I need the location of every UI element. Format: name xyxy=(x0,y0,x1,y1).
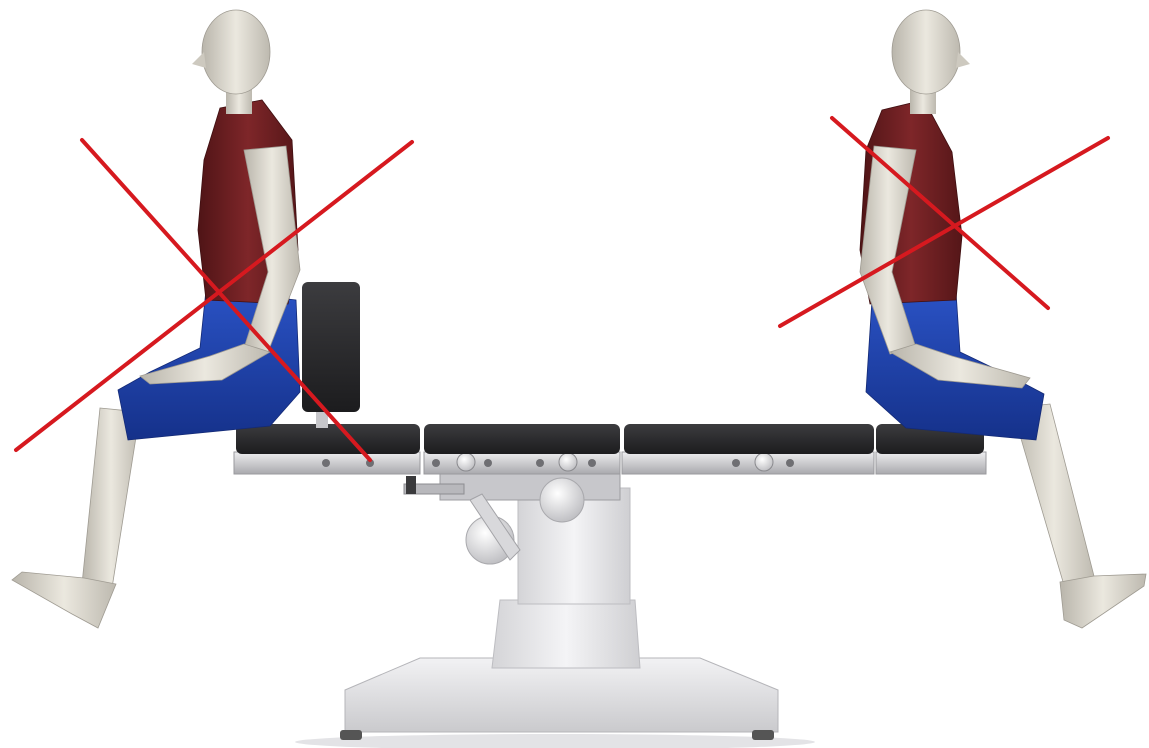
right-figure-foot xyxy=(1060,574,1146,628)
table-base xyxy=(345,658,778,732)
base-foot-left xyxy=(340,730,362,740)
rail-clamp-3 xyxy=(755,453,773,471)
side-rail-seat xyxy=(622,452,874,474)
left-figure-head xyxy=(202,10,270,94)
pad-seat xyxy=(624,424,874,454)
pad-back xyxy=(424,424,620,454)
left-figure xyxy=(12,10,300,628)
rail-clamp-1 xyxy=(457,453,475,471)
floor-shadow xyxy=(295,734,815,748)
base-foot-right xyxy=(752,730,774,740)
side-rail-leg xyxy=(876,452,986,474)
mechanism-knob-upper xyxy=(540,478,584,522)
left-figure-nose xyxy=(192,52,206,68)
table-column-lower xyxy=(492,600,640,668)
rail-clamp-2 xyxy=(559,453,577,471)
right-figure-head xyxy=(892,10,960,94)
right-figure xyxy=(860,10,1146,628)
right-figure-nose xyxy=(956,52,970,68)
pad-head xyxy=(236,424,420,454)
